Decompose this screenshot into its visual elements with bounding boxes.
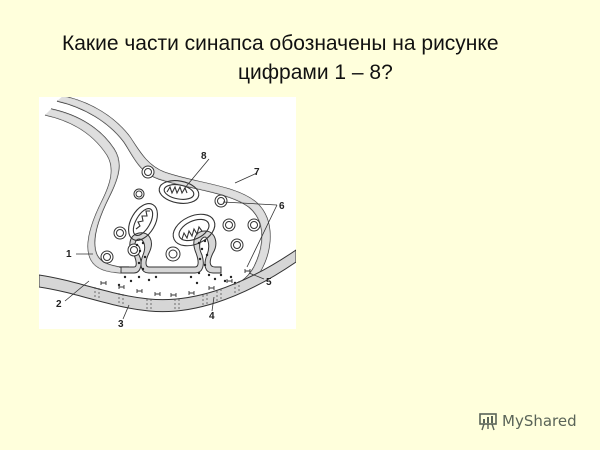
label-7: 7 (254, 167, 260, 178)
presentation-board-icon (479, 413, 497, 431)
label-2: 2 (56, 299, 62, 310)
title-line-1: Какие части синапса обозначены на рисунк… (62, 32, 499, 55)
synapse-diagram: 8 7 6 1 5 2 3 4 (39, 97, 296, 329)
myshared-watermark: MyShared (478, 410, 577, 432)
label-8: 8 (201, 151, 207, 162)
label-5: 5 (266, 277, 272, 288)
receptors (100, 269, 251, 297)
ion-channels (94, 281, 240, 310)
label-1: 1 (66, 249, 72, 260)
watermark-text: MyShared (502, 412, 577, 430)
mitochondria (128, 180, 216, 247)
synaptic-vesicles (100, 165, 261, 264)
title-line-2: цифрами 1 – 8? (238, 61, 393, 84)
postsynaptic-membrane (39, 249, 296, 313)
leader-lines (64, 158, 278, 320)
label-6: 6 (279, 201, 285, 212)
label-3: 3 (118, 319, 124, 329)
label-4: 4 (209, 311, 215, 322)
